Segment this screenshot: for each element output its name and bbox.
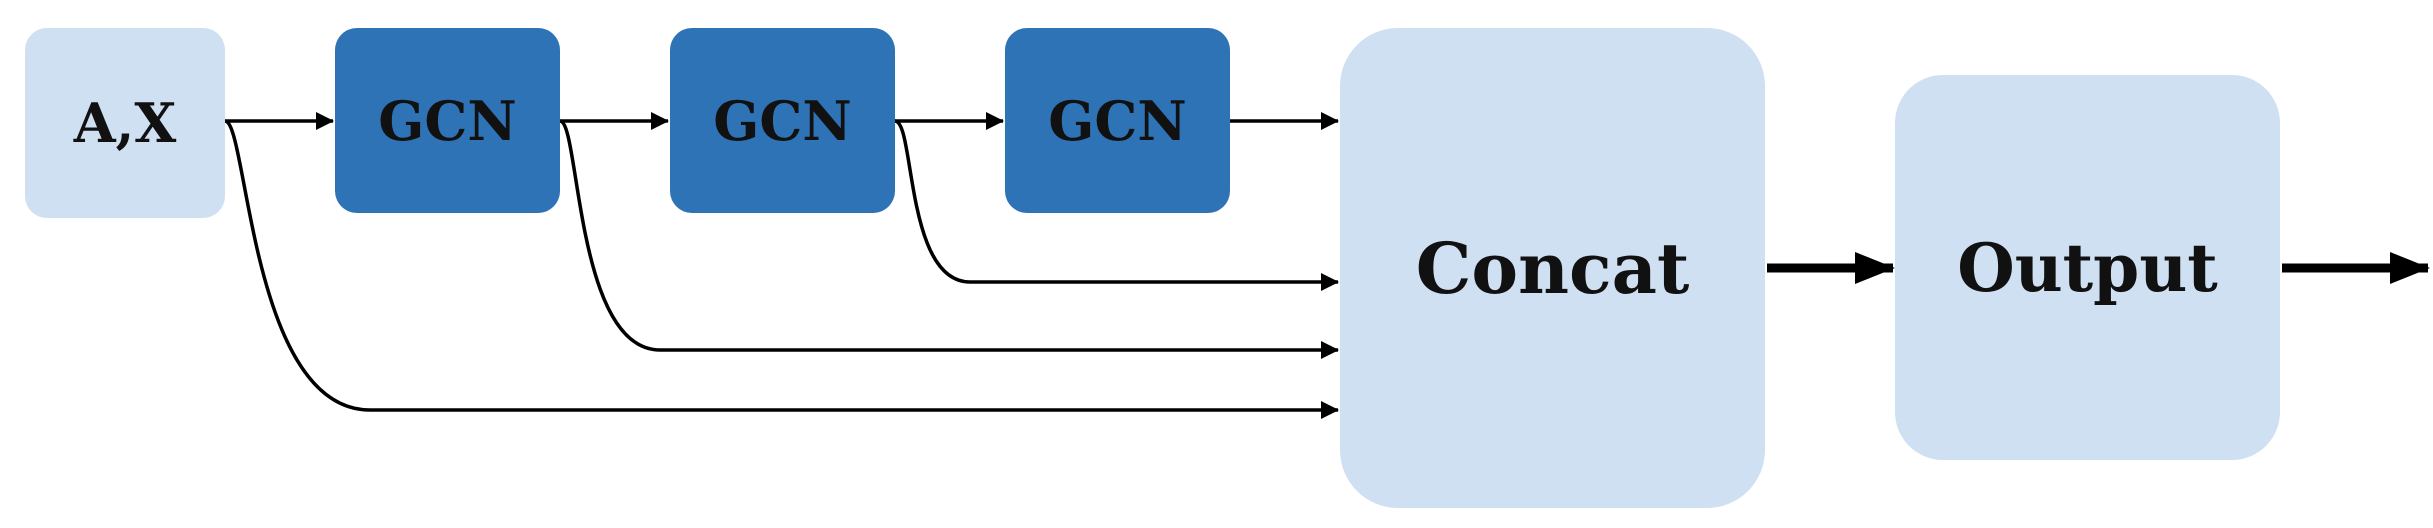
gcn-node-3-label: GCN	[1048, 88, 1187, 153]
input-node-label: A,X	[73, 91, 177, 155]
output-node: Output	[1895, 75, 2280, 460]
input-node: A,X	[25, 28, 225, 218]
gcn-node-1: GCN	[335, 28, 560, 213]
gcn-node-2-label: GCN	[713, 88, 852, 153]
gcn-node-2: GCN	[670, 28, 895, 213]
gcn-node-3: GCN	[1005, 28, 1230, 213]
concat-node-label: Concat	[1415, 226, 1690, 310]
gcn-node-1-label: GCN	[378, 88, 517, 153]
output-node-label: Output	[1957, 228, 2218, 307]
concat-node: Concat	[1340, 28, 1765, 508]
